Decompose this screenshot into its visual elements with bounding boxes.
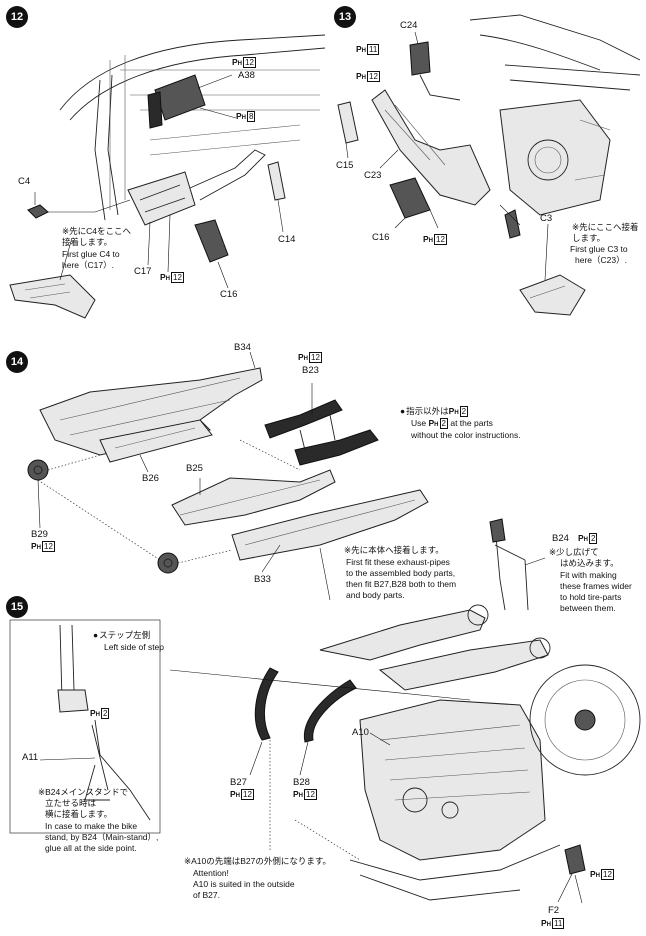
part-label-a10: A10	[352, 727, 369, 738]
step14-drawing	[27, 351, 429, 574]
step-marker-14: 14	[6, 351, 28, 373]
note-b24-en-1: Fit with making	[560, 570, 617, 580]
part-label-c16-step12: C16	[220, 289, 238, 300]
part-label-c14: C14	[278, 234, 296, 245]
note-a10-en-2: A10 is suited in the outside	[193, 879, 295, 889]
note-exhaust-en-1: First fit these exhaust-pipes	[346, 557, 450, 567]
note-exhaust-en-3: then fit B27,B28 both to them	[346, 579, 457, 589]
part-label-a38: A38	[238, 70, 255, 81]
note-stand-jp-3: 横に接着します。	[45, 809, 113, 819]
note-b24-en-2: these frames wider	[560, 581, 632, 591]
part-label-b34: B34	[234, 342, 251, 353]
part-label-b33: B33	[254, 574, 271, 585]
note-stand-en-3: glue all at the side point.	[45, 843, 137, 853]
part-label-b27: B27	[230, 777, 247, 788]
step-marker-15: 15	[6, 596, 28, 618]
note-color-en-3: without the color instructions.	[411, 430, 521, 440]
note-exhaust-en-4: and body parts.	[346, 590, 405, 600]
note-c3-jp-1: ※先にここへ接着	[572, 222, 639, 232]
step-marker-13: 13	[334, 6, 356, 28]
part-label-c4: C4	[18, 176, 31, 187]
note-c3-en-2: here（C23）.	[575, 255, 627, 265]
step12-drawing	[9, 34, 326, 319]
step13-drawing	[337, 14, 641, 316]
note-stand-en-1: In case to make the bike	[45, 821, 138, 831]
note-b24-jp-2: はめ込みます。	[560, 558, 619, 568]
part-label-c15: C15	[336, 160, 354, 171]
step-marker-12: 12	[6, 6, 28, 28]
part-label-b29: B29	[31, 529, 48, 540]
part-label-c23: C23	[364, 170, 382, 181]
part-label-c24: C24	[400, 20, 418, 31]
note-stand-jp-1: ※B24メインスタンドで	[38, 787, 129, 797]
note-a10-en-1: Attention!	[193, 868, 229, 878]
note-step-jp: ステップ左側	[93, 630, 150, 641]
note-exhaust-jp: ※先に本体へ接着します。	[344, 545, 444, 555]
part-label-c17: C17	[134, 266, 152, 277]
note-c4-jp-2: 接着します。	[62, 237, 113, 247]
note-step-en: Left side of step	[104, 642, 165, 652]
note-c4-en-1: First glue C4 to	[62, 249, 120, 259]
note-a10-en-3: of B27.	[193, 890, 220, 900]
part-label-b23: B23	[302, 365, 319, 376]
note-c4-en-2: here（C17）.	[62, 260, 114, 270]
note-b24-jp-1: ※少し広げて	[549, 547, 599, 557]
part-label-b26: B26	[142, 473, 159, 484]
note-c3-jp-2: します。	[572, 233, 606, 243]
part-label-c16-step13: C16	[372, 232, 390, 243]
part-label-b28: B28	[293, 777, 310, 788]
step15-drawing	[9, 518, 641, 904]
note-b24-en-3: to hold tire-parts	[560, 592, 622, 602]
part-label-a11: A11	[22, 752, 39, 763]
part-label-b24: B24	[552, 533, 569, 544]
part-label-f2: F2	[548, 905, 560, 916]
note-b24-en-4: between them.	[560, 603, 616, 613]
note-c3-en-1: First glue C3 to	[570, 244, 628, 254]
note-stand-en-2: stand, by B24（Main-stand）,	[45, 832, 159, 842]
note-c4-jp-1: ※先にC4をここへ	[62, 226, 131, 236]
note-stand-jp-2: 立たせる時は	[45, 798, 97, 808]
note-a10-jp: ※A10の先端はB27の外側になります。	[184, 856, 332, 866]
part-label-c3: C3	[540, 213, 553, 224]
part-label-b25: B25	[186, 463, 203, 474]
note-exhaust-en-2: to the assembled body parts,	[346, 568, 456, 578]
